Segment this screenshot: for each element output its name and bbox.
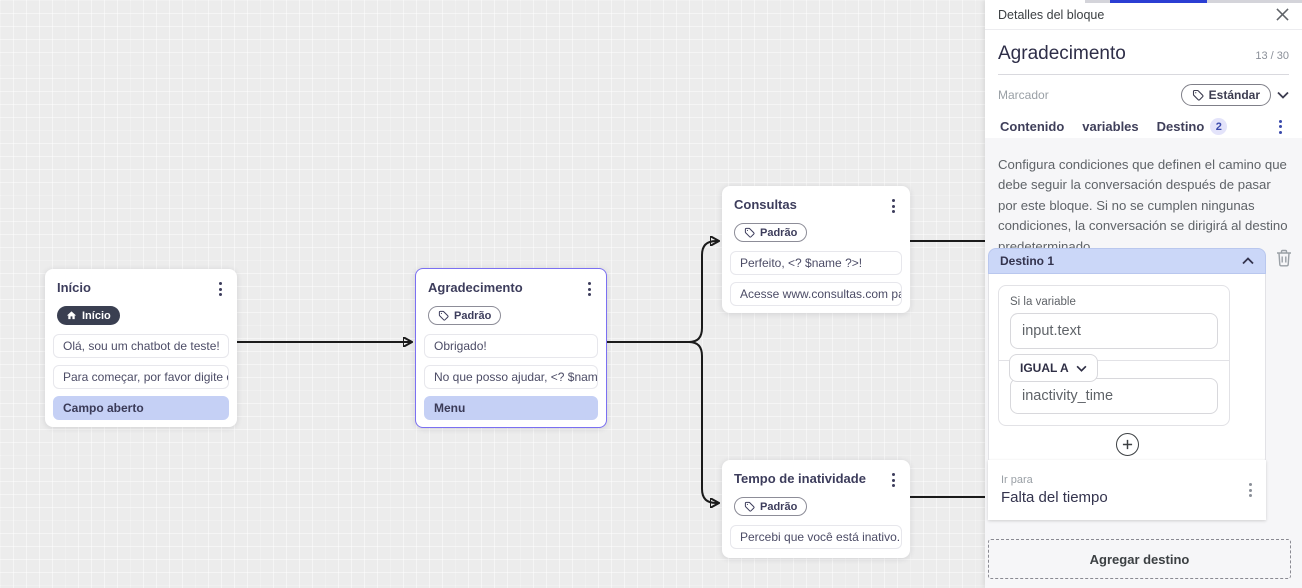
add-condition-button[interactable] [1115, 433, 1139, 456]
trash-icon [1276, 249, 1292, 267]
node-type-badge: Padrão [734, 497, 808, 516]
tab-destino[interactable]: Destino 2 [1142, 112, 1241, 142]
destination-card: Destino 1 Si la variable [988, 248, 1266, 466]
plus-icon [1122, 439, 1133, 450]
node-menu-icon[interactable] [583, 278, 596, 300]
node-menu-icon[interactable] [214, 278, 227, 300]
panel-scrollbar[interactable] [1085, 0, 1302, 3]
message-row[interactable]: No que posso ajudar, <? $name ... [424, 365, 598, 389]
delete-destination-button[interactable] [1276, 249, 1292, 267]
flow-node-tempo-inatividade[interactable]: Tempo de inatividade Padrão Percebi que … [722, 460, 910, 558]
message-row[interactable]: Olá, sou um chatbot de teste! [53, 334, 229, 358]
condition-variable-input[interactable] [1010, 313, 1218, 349]
chevron-down-icon [1076, 365, 1087, 372]
menu-row[interactable]: Menu [424, 396, 598, 420]
marker-pill[interactable]: Estándar [1180, 84, 1271, 106]
go-to-value: Falta del tiempo [1001, 489, 1108, 506]
tag-icon [744, 227, 755, 238]
node-title: Agradecimento [428, 280, 523, 295]
tab-variables[interactable]: variables [1082, 119, 1139, 134]
marker-selector[interactable]: Estándar [1180, 84, 1289, 106]
block-details-panel: Detalles del bloque Agradecimento 13 / 3… [985, 0, 1302, 588]
message-row[interactable]: Percebi que você está inativo. C... [730, 525, 902, 549]
node-type-badge: Padrão [428, 306, 502, 325]
tag-icon [438, 310, 449, 321]
operator-dropdown[interactable]: IGUAL A [1009, 354, 1098, 382]
destination-title: Destino 1 [1000, 254, 1055, 268]
flow-node-inicio[interactable]: Início Início Olá, sou um chatbot de tes… [45, 269, 237, 427]
home-icon [66, 310, 77, 321]
tab-contenido[interactable]: Contenido [1000, 119, 1065, 134]
node-type-badge: Início [57, 306, 120, 325]
add-destination-button[interactable]: Agregar destino [988, 539, 1291, 579]
condition-variable-label: Si la variable [1010, 296, 1076, 308]
tabs-menu-icon[interactable] [1274, 116, 1287, 138]
node-menu-icon[interactable] [887, 195, 900, 217]
node-menu-icon[interactable] [887, 469, 900, 491]
destination-menu-icon[interactable] [1244, 479, 1257, 501]
flow-node-agradecimento[interactable]: Agradecimento Padrão Obrigado! No que po… [415, 268, 607, 428]
close-panel-button[interactable] [1276, 8, 1289, 21]
condition-value-input[interactable] [1010, 378, 1218, 414]
flow-node-consultas[interactable]: Consultas Padrão Perfeito, <? $name ?>! … [722, 186, 910, 313]
message-row[interactable]: Perfeito, <? $name ?>! [730, 251, 902, 275]
tag-icon [1192, 89, 1204, 101]
block-name-input[interactable]: Agradecimento [998, 43, 1126, 64]
chevron-up-icon[interactable] [1242, 257, 1254, 265]
message-row[interactable]: Acesse www.consultas.com par... [730, 282, 902, 306]
condition-group: Si la variable IGUAL A [998, 285, 1230, 426]
node-title: Início [57, 280, 91, 295]
destino-count-badge: 2 [1210, 118, 1228, 135]
node-title: Consultas [734, 197, 797, 212]
char-counter: 13 / 30 [1255, 50, 1289, 62]
destination-card-header[interactable]: Destino 1 [988, 248, 1266, 274]
chevron-down-icon [1277, 91, 1289, 99]
destino-tab-content: Configura condiciones que definen el cam… [985, 138, 1302, 588]
marker-label: Marcador [998, 88, 1049, 102]
destination-description: Configura condiciones que definen el cam… [998, 157, 1288, 254]
message-row[interactable]: Para começar, por favor digite o ... [53, 365, 229, 389]
destination-target-row[interactable]: Ir para Falta del tiempo [988, 460, 1266, 520]
node-type-badge: Padrão [734, 223, 808, 242]
tag-icon [744, 501, 755, 512]
message-row[interactable]: Obrigado! [424, 334, 598, 358]
go-to-label: Ir para [1001, 474, 1033, 486]
node-title: Tempo de inatividade [734, 471, 866, 486]
close-icon [1276, 8, 1289, 21]
panel-scrollbar-thumb[interactable] [1110, 0, 1207, 3]
panel-title: Detalles del bloque [998, 7, 1105, 22]
open-field-row[interactable]: Campo aberto [53, 396, 229, 420]
